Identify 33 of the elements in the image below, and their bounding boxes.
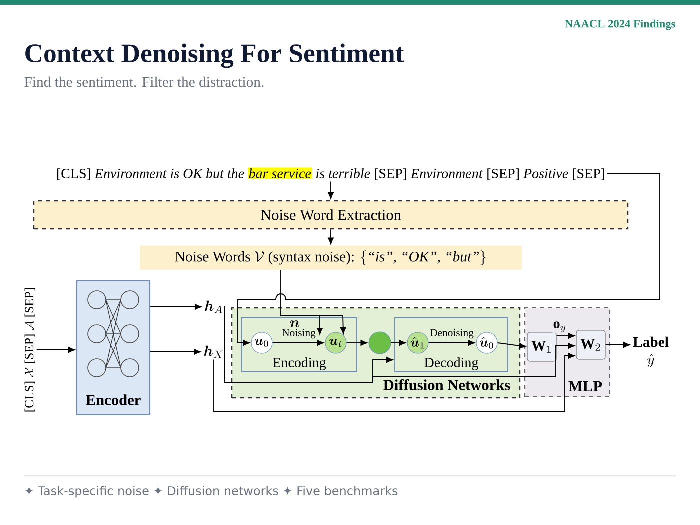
weight-box: $\mathbf{W}_2$ — [576, 330, 606, 360]
title: Context Denoising For Sentiment — [26, 44, 404, 68]
arrow — [346, 340, 368, 346]
arrow — [150, 304, 202, 310]
edge-label: Denoising — [429, 328, 475, 340]
arrow — [328, 181, 334, 200]
input-text: $\text{[CLS] }\mathcal{X}\text{ [SEP] }\mathcal{A}\text{ [SEP]}$ — [24, 288, 36, 412]
arrow — [390, 340, 406, 346]
arrow — [428, 340, 475, 346]
subtitle: Find the sentiment. Filter the distraction. — [24, 76, 264, 88]
noise-circle — [368, 332, 392, 354]
arrow — [556, 333, 575, 339]
header-label: NAACL 2024 Findings — [565, 20, 676, 30]
arrow — [224, 306, 575, 384]
arrow — [272, 340, 324, 346]
result-box: $\text{Noise Words }\mathcal{V}\text{ (syntax noise): }\{\textit{“is”, “OK”, “but”}\}$ — [140, 246, 522, 270]
arrow — [605, 342, 630, 348]
arrow — [36, 347, 76, 353]
weight-box: $\mathbf{W}_1$ — [527, 332, 557, 362]
arrow — [150, 349, 201, 355]
footer-text: ✦ Task-specific noise ✦ Diffusion networks ✦ Five benchmarks — [24, 486, 398, 498]
arrow — [328, 229, 334, 244]
edge-label: Noising — [281, 328, 317, 340]
arrow — [497, 342, 526, 349]
vector-label: $\boldsymbol{h}_A$ — [205, 300, 222, 314]
vector-label: $\boldsymbol{h}_X$ — [204, 346, 223, 358]
edge-label: $\mathbf{o}_y$ — [552, 321, 568, 333]
arrow — [238, 174, 660, 346]
output-label: Label $\hat{y}$ — [633, 336, 669, 368]
arrow — [214, 353, 575, 412]
dashed-process-box: Noise Word Extraction — [33, 200, 629, 230]
edge-label: $\boldsymbol{n}$ — [289, 320, 301, 328]
sentence-text: [CLS] Environment is OK but the bar service is terrible [SEP] Environment [SEP] Positive [SEP] — [57, 168, 604, 180]
